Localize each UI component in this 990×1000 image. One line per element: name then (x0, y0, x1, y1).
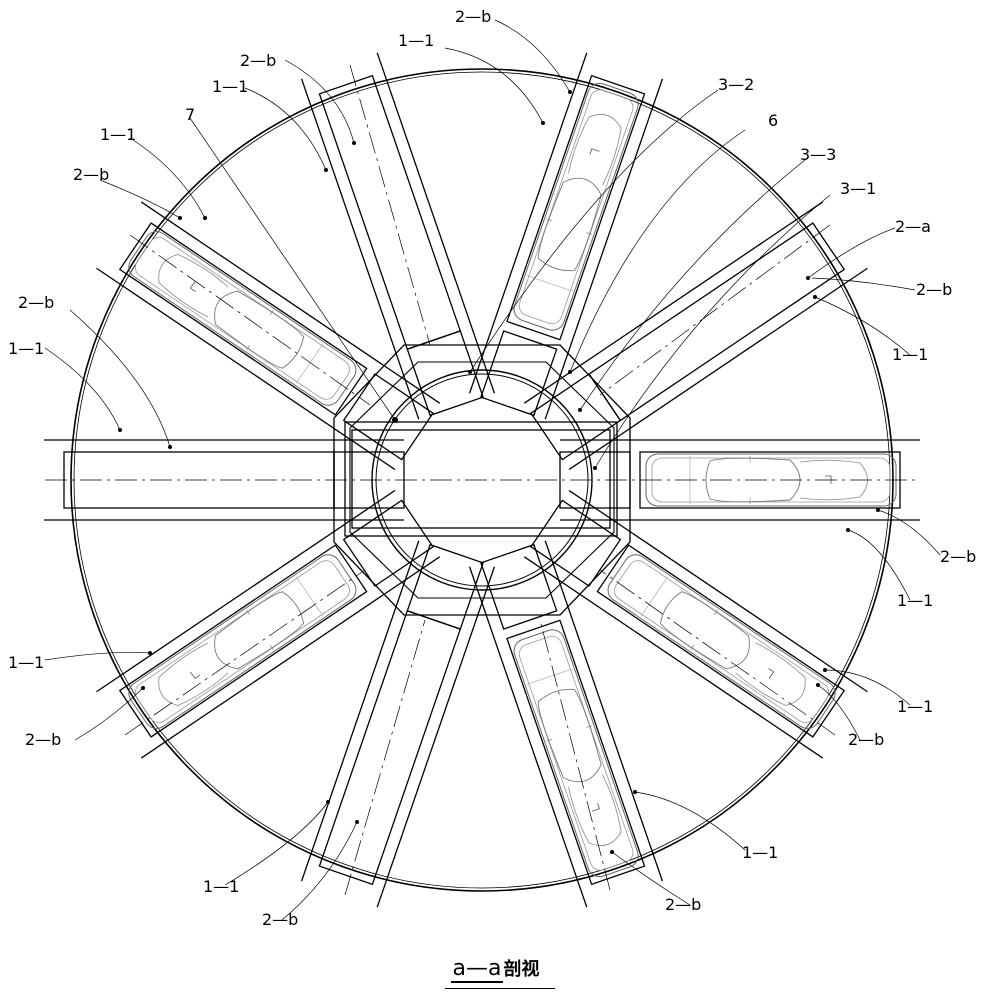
caption-underline (445, 988, 555, 989)
centerline-sw (125, 570, 365, 735)
centerline-north (350, 65, 430, 345)
label-11-right3: 1—1 (897, 697, 933, 716)
central-carrier (345, 422, 617, 536)
label-2b-right2: 2—b (940, 547, 976, 566)
label-11-left: 1—1 (8, 339, 44, 358)
bay-south-right (470, 541, 663, 907)
label-11-left-low: 1—1 (8, 653, 44, 672)
label-2a: 2—a (895, 217, 931, 236)
bay-southwest (97, 490, 440, 758)
bay-north-right (470, 53, 663, 419)
leader-dots (118, 90, 880, 854)
label-2b-bottom: 2—b (262, 910, 298, 929)
label-6: 6 (768, 111, 778, 130)
label-2b-right3: 2—b (848, 730, 884, 749)
label-11-topleft: 1—1 (212, 77, 248, 96)
label-2b-top: 2—b (455, 7, 491, 26)
label-2b-left: 2—b (18, 293, 54, 312)
label-3-2: 3—2 (718, 75, 754, 94)
label-3-1: 3—1 (840, 179, 876, 198)
figure-caption: a—a剖视 (0, 955, 990, 981)
centerline-nw (130, 235, 370, 405)
bay-north-left (302, 53, 495, 419)
bay-southeast (524, 490, 867, 758)
label-11-top: 1—1 (398, 31, 434, 50)
label-11-bottom: 1—1 (203, 877, 239, 896)
label-11-upperleft: 1—1 (100, 125, 136, 144)
label-11-right2: 1—1 (897, 591, 933, 610)
label-2b-upperleft: 2—b (73, 165, 109, 184)
label-2b-right1: 2—b (916, 280, 952, 299)
label-7: 7 (185, 105, 195, 124)
label-2b-topleft: 2—b (240, 51, 276, 70)
centerline-south (540, 620, 610, 890)
label-11-right1: 1—1 (892, 345, 928, 364)
central-carrier-inner (352, 430, 610, 528)
caption-section-suffix: 剖视 (503, 959, 539, 980)
label-11-bottomright: 1—1 (742, 843, 778, 862)
bay-south-left (302, 541, 495, 907)
caption-section-mark: a—a (451, 956, 504, 983)
label-2b-left-low: 2—b (25, 730, 61, 749)
label-3-3: 3—3 (800, 145, 836, 164)
centerline-ne (600, 225, 830, 395)
centerline-se (600, 570, 835, 735)
label-2b-bottomright: 2—b (665, 895, 701, 914)
